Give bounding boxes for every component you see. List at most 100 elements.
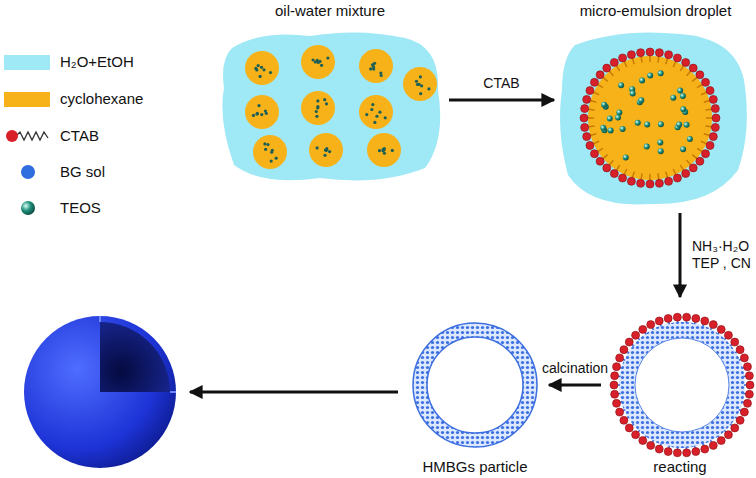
ctab-layer [610,313,754,457]
ctab-head [655,49,663,57]
ctab-head [6,130,18,142]
ctab-head [711,105,719,113]
ctab-head [706,87,714,95]
ctab-head [717,325,725,333]
teos-dot [259,75,262,78]
ctab-head [627,177,635,185]
ctab-head [647,441,655,449]
process-stage: oil-water mixture [215,2,445,185]
legend-swatch [4,55,50,70]
ctab-head [616,408,624,416]
ctab-head [620,346,628,354]
teos-dot [315,110,318,113]
ctab-head [583,95,591,103]
oil-droplet [367,133,401,167]
ctab-head [740,354,748,362]
ctab-head [743,399,751,407]
ctab-head [586,141,594,149]
process-arrow [190,391,398,394]
oil-droplet [359,95,393,129]
ctab-head [627,51,635,59]
teos-dot [391,149,394,152]
teos-dot [684,122,690,128]
ctab-head [702,150,710,158]
ctab-head [603,64,611,72]
ctab-head [665,51,673,59]
teos-dot [608,127,614,133]
legend-sample [4,198,54,218]
ctab-head [673,313,681,321]
teos-dot [255,112,258,115]
teos-dot [427,87,430,90]
ctab-head [712,114,720,122]
teos-dot [365,113,368,116]
ctab-head [692,314,700,322]
teos-dot [255,68,258,71]
sphere-cutaway [100,322,170,392]
stage-label: oil-water mixture [273,2,387,20]
teos-dot [419,92,422,95]
teos-dot [371,63,374,66]
ctab-head [632,431,640,439]
teos-dot [607,116,613,122]
teos-dot [658,148,664,154]
teos-dot [419,75,422,78]
water-phase [560,32,747,204]
oil-droplet [253,135,287,169]
oil-droplet [245,51,279,85]
ctab-head [683,313,691,321]
ctab-head [613,399,621,407]
shell-cut-edge [100,316,176,392]
teos-dot [378,111,381,114]
teos-dot [260,113,263,116]
teos-dot [323,154,326,157]
ctab-tail [16,132,48,140]
teos-dot [257,104,260,107]
shell-edge [413,323,537,447]
teos-dot [644,121,650,127]
oil-droplet [403,67,437,101]
bg-sol-ball [21,165,35,179]
ctab-layer [580,48,720,188]
teos-dot [370,108,373,111]
teos-dot [318,60,321,63]
ctab-head [701,445,709,453]
legend-text: H₂O+EtOH [60,52,134,72]
teos-dot [373,121,376,124]
ctab-head [655,445,663,453]
teos-dot [257,64,260,67]
ctab-head [646,180,654,188]
oil-droplet [309,133,343,167]
legend-sample [4,162,54,182]
ctab-head [664,448,672,456]
arrow-label: CTAB [483,75,519,92]
legend-swatch [4,92,50,107]
teos-dot [658,70,664,76]
process-arrow [679,213,682,297]
oil-droplet [301,91,335,125]
teos-dot [670,95,676,101]
teos-dot [266,143,269,146]
ctab-head [711,123,719,131]
ctab-head [673,54,681,62]
ctab-head [709,133,717,141]
teos-dot [328,150,331,153]
teos-dot [384,116,387,119]
ctab-head [639,437,647,445]
shell-edge [635,338,729,432]
teos-dot [638,97,644,103]
teos-dot [375,115,378,118]
ctab-head [736,346,744,354]
teos-dot [616,110,622,116]
ctab-head [717,437,725,445]
teos-dot [316,99,319,102]
teos-dot [601,102,607,108]
teos-dot [381,149,384,152]
teos-dot [378,149,381,152]
teos-dot [270,159,273,162]
teos-dot [635,120,641,126]
ctab-head [586,87,594,95]
ctab-head [745,390,753,398]
